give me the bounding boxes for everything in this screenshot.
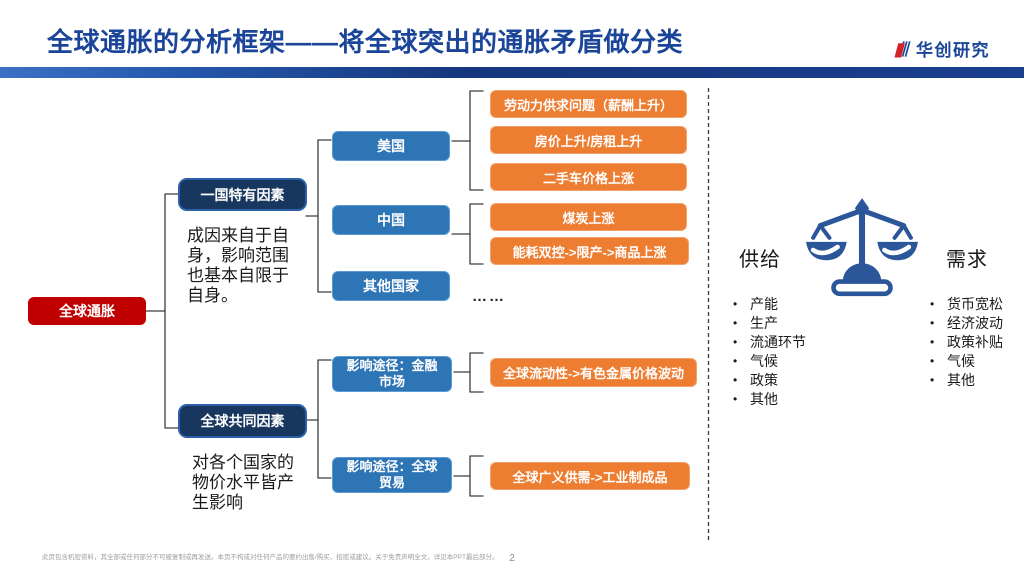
item-global-liquidity-metals: 全球流动性->有色金属价格波动 (490, 358, 697, 387)
root-node-global-inflation: 全球通胀 (28, 297, 146, 325)
demand-item: 其他 (928, 371, 1024, 390)
item-energy-control: 能耗双控->限产->商品上涨 (490, 237, 689, 265)
footer-disclaimer: 此页包含机密资料，其全部或任何部分不可被复制或再发送。本页不构成对任何产品的要约… (42, 554, 499, 561)
item-used-cars: 二手车价格上涨 (490, 163, 687, 191)
note-global-common: 对各个国家的物价水平皆产生影响 (192, 453, 294, 512)
supply-item: 其他 (731, 390, 861, 409)
demand-item: 货币宽松 (928, 295, 1024, 314)
branch-country-specific-factors: 一国特有因素 (178, 178, 307, 211)
demand-list: 货币宽松 经济波动 政策补贴 气候 其他 (928, 295, 1024, 390)
node-other-countries: 其他国家 (332, 271, 450, 301)
supply-list: 产能 生产 流通环节 气候 政策 其他 (731, 295, 861, 409)
page-number: 2 (509, 553, 515, 564)
supply-item: 政策 (731, 371, 861, 390)
demand-item: 气候 (928, 352, 1024, 371)
demand-item: 政策补贴 (928, 333, 1024, 352)
item-global-supply-demand: 全球广义供需->工业制成品 (490, 462, 690, 490)
node-china: 中国 (332, 205, 450, 235)
brand-logo: 华创研究 (894, 36, 990, 61)
supply-item: 生产 (731, 314, 861, 333)
branch-global-common-factors: 全球共同因素 (178, 404, 307, 438)
demand-title: 需求 (946, 249, 988, 271)
item-housing-rent: 房价上升/房租上升 (490, 126, 687, 154)
note-country-specific: 成因来自于自身，影响范围也基本自限于自身。 (187, 226, 289, 305)
supply-item: 流通环节 (731, 333, 861, 352)
item-coal-price: 煤炭上涨 (490, 203, 687, 231)
node-path-financial-market: 影响途径：金融市场 (332, 356, 452, 392)
balance-scale-icon (806, 198, 918, 297)
demand-item: 经济波动 (928, 314, 1024, 333)
header-divider-bar (0, 67, 1024, 78)
brand-logo-text: 华创研究 (916, 41, 990, 60)
supply-title: 供给 (739, 249, 781, 271)
node-usa: 美国 (332, 131, 450, 161)
page-title: 全球通胀的分析框架——将全球突出的通胀矛盾做分类 (47, 27, 684, 57)
supply-item: 产能 (731, 295, 861, 314)
brand-logo-icon (894, 40, 911, 58)
ellipsis-more-countries: …… (472, 288, 506, 305)
item-labor-supply: 劳动力供求问题（薪酬上升） (490, 90, 687, 118)
supply-item: 气候 (731, 352, 861, 371)
node-path-global-trade: 影响途径：全球贸易 (332, 457, 452, 493)
